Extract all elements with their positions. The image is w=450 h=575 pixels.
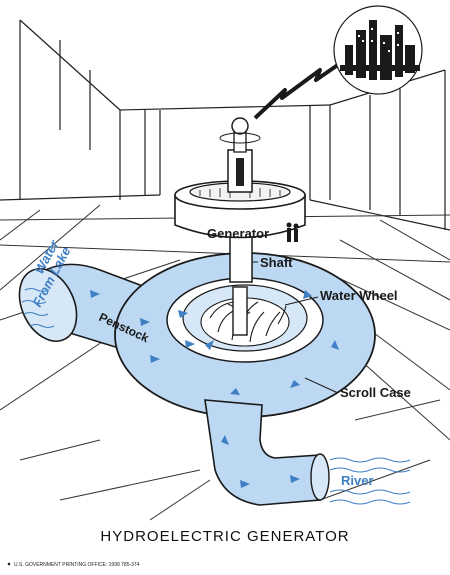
generator — [174, 117, 306, 239]
draft-tube — [204, 399, 411, 506]
footer-credit: U.S. GOVERNMENT PRINTING OFFICE: 1999 78… — [14, 562, 140, 568]
diagram-title: HYDROELECTRIC GENERATOR — [100, 528, 349, 545]
label-river: River — [341, 473, 374, 488]
powerhouse-room — [0, 19, 450, 231]
leader-lines — [252, 261, 339, 394]
shaft — [229, 231, 253, 336]
label-generator: Generator — [207, 226, 269, 241]
footer-bullet-icon — [7, 562, 11, 566]
label-shaft: Shaft — [260, 255, 293, 270]
people-figures — [286, 222, 299, 242]
label-scroll-case: Scroll Case — [340, 385, 411, 400]
flow-arrows — [90, 290, 339, 488]
city-icon — [333, 5, 423, 95]
lightning-bolt-icon — [253, 58, 347, 120]
label-water-wheel: Water Wheel — [320, 288, 398, 303]
